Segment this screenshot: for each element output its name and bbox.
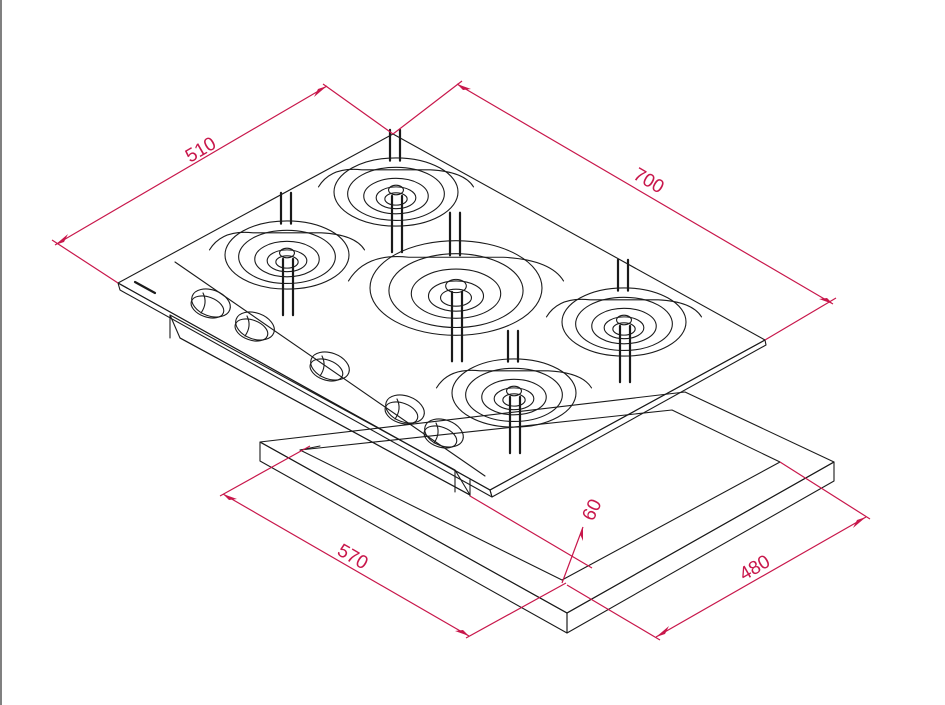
burner-ring (369, 240, 543, 336)
pan-support (208, 231, 366, 251)
burner-ring (439, 288, 473, 307)
control-knob[interactable] (307, 347, 353, 385)
burner-ring (451, 358, 577, 428)
brand-logo (133, 280, 157, 295)
control-knob[interactable] (421, 414, 467, 452)
burner-ring (612, 322, 636, 336)
dimension-depth-label: 510 (182, 133, 220, 167)
burner-ring (493, 387, 535, 411)
burner-ring (266, 249, 308, 273)
burner-cap (506, 385, 522, 397)
burner-prong (448, 211, 464, 363)
burner-rear-left (317, 128, 475, 254)
burner-ring (561, 287, 687, 357)
knob-group (188, 284, 467, 452)
dimension-depth: 510 (51, 83, 394, 284)
burner-cap (388, 184, 404, 196)
hob-underside (169, 314, 471, 497)
burner-ring (254, 240, 320, 278)
burner-cap (616, 314, 632, 326)
burner-ring (427, 280, 485, 312)
control-knob[interactable] (382, 390, 428, 428)
glass-top (117, 133, 767, 498)
burner-front (435, 329, 593, 455)
burner-ring (388, 253, 524, 329)
dimension-cutout-width-label: 570 (334, 540, 372, 574)
control-knob[interactable] (188, 284, 234, 322)
dimension-cutout-width: 570 (219, 445, 567, 639)
control-knob[interactable] (232, 307, 278, 345)
burner-ring (224, 220, 350, 290)
burner-cap (445, 278, 467, 294)
burner-ring (238, 229, 336, 285)
burner-ring (384, 192, 408, 206)
burner-ring (575, 296, 673, 352)
burner-prong (388, 128, 404, 254)
dimension-width-label: 700 (630, 164, 668, 198)
burner-ring (591, 307, 657, 345)
dimension-cutout-depth: 480 (566, 461, 871, 641)
burner-ring (502, 393, 526, 407)
burner-prong (506, 329, 522, 455)
burner-ring (465, 367, 563, 423)
burner-cap (279, 247, 295, 259)
burner-group (208, 128, 703, 455)
burner-ring (410, 268, 502, 319)
burner-ring (603, 316, 645, 340)
pan-support (435, 369, 593, 389)
burner-ring (275, 255, 299, 269)
burner-center (347, 211, 565, 363)
burner-ring (333, 157, 459, 227)
dimension-width: 700 (392, 80, 837, 341)
burner-ring (347, 166, 445, 222)
burner-left (208, 191, 366, 317)
burner-prong (279, 191, 295, 317)
dimension-thickness-label: 60 (578, 496, 606, 524)
burner-ring (375, 186, 417, 210)
dimension-cutout-depth-label: 480 (736, 551, 774, 585)
burner-ring (363, 177, 429, 215)
pan-support (317, 168, 475, 188)
pan-support (347, 256, 565, 282)
burner-right (545, 258, 703, 384)
burner-prong (616, 258, 632, 384)
burner-ring (481, 378, 547, 416)
pan-support (545, 298, 703, 318)
